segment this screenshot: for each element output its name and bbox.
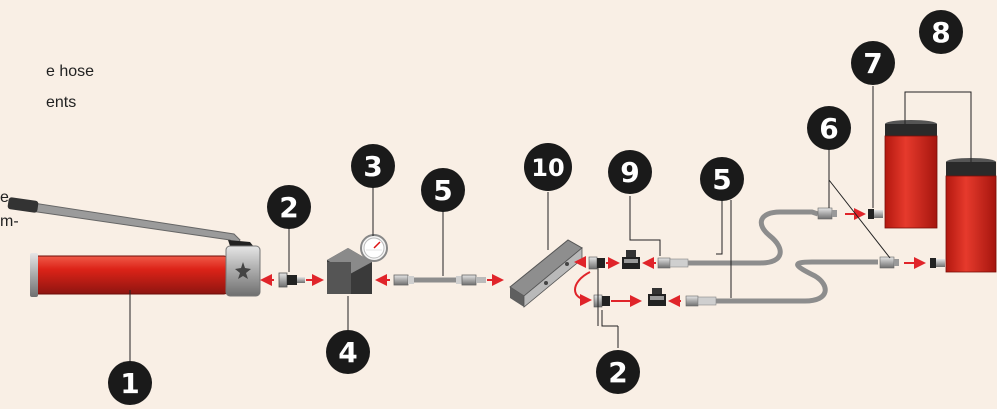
intro-text-line-1: e hose bbox=[46, 63, 95, 80]
manifold-block bbox=[509, 239, 583, 308]
intro-text-line-2: ents bbox=[46, 94, 77, 111]
callout-8-label: 8 bbox=[931, 16, 950, 49]
leader-lines bbox=[129, 86, 972, 368]
pressure-gauge bbox=[360, 234, 388, 262]
hand-pump bbox=[7, 197, 261, 297]
cylinder-2 bbox=[945, 158, 997, 273]
callout-7-label: 7 bbox=[863, 47, 882, 80]
callout-10-circle bbox=[524, 143, 572, 191]
callout-9-circle bbox=[608, 150, 652, 194]
callout-2-bottom-circle bbox=[596, 350, 640, 394]
side-text-line-1: e bbox=[0, 189, 9, 206]
callout-6-label: 6 bbox=[819, 112, 838, 145]
callout-labels: 1 2 3 4 5 10 9 5 6 7 8 2 bbox=[120, 16, 950, 400]
callout-5-left-label: 5 bbox=[433, 174, 452, 207]
hose-short bbox=[393, 274, 486, 286]
callout-4-label: 4 bbox=[338, 336, 357, 369]
callout-5-left-circle bbox=[421, 168, 465, 212]
cylinder-1 bbox=[884, 120, 938, 229]
coupler-cylinder-2 bbox=[930, 258, 945, 268]
callout-6-circle bbox=[807, 106, 851, 150]
callout-1-label: 1 bbox=[120, 367, 139, 400]
callout-2-left-circle bbox=[267, 185, 311, 229]
callout-7-circle bbox=[851, 41, 895, 85]
callout-3-circle bbox=[351, 144, 395, 188]
callouts bbox=[108, 10, 963, 405]
callout-1-circle bbox=[108, 361, 152, 405]
callout-3-label: 3 bbox=[363, 150, 382, 183]
hose-bottom bbox=[685, 256, 899, 307]
coupler-bottom bbox=[593, 294, 610, 308]
callout-2-left-label: 2 bbox=[279, 191, 298, 224]
callout-10-label: 10 bbox=[531, 154, 564, 182]
callout-5-right-circle bbox=[700, 157, 744, 201]
callout-5-right-label: 5 bbox=[712, 163, 731, 196]
coupler-7 bbox=[868, 209, 883, 219]
hose-top bbox=[657, 207, 837, 269]
coupler-top bbox=[588, 256, 605, 270]
callout-4-circle bbox=[326, 330, 370, 374]
coupler-left bbox=[278, 272, 305, 288]
callout-8-circle bbox=[919, 10, 963, 54]
callout-9-label: 9 bbox=[620, 156, 639, 189]
valve-top bbox=[622, 250, 640, 269]
valve-bottom bbox=[648, 288, 666, 306]
gauge-adaptor bbox=[327, 246, 372, 294]
callout-2-bottom-label: 2 bbox=[608, 356, 627, 389]
side-text-line-2: m- bbox=[0, 213, 19, 230]
